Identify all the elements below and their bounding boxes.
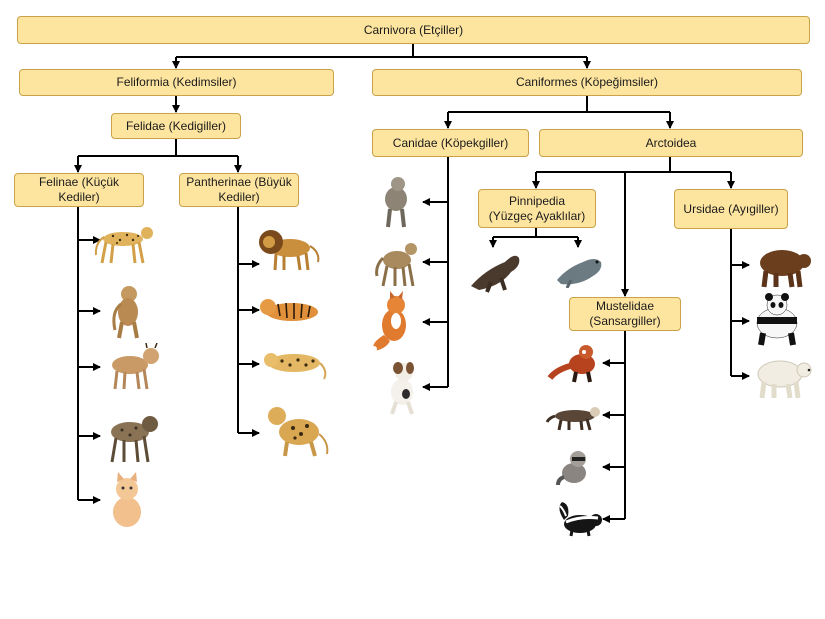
seal-icon	[557, 259, 602, 288]
node-label-line2: (Sansargiller)	[589, 314, 661, 328]
node-label-line2: (Yüzgeç Ayaklılar)	[488, 208, 586, 223]
leopard-icon	[264, 353, 327, 380]
jackal-icon	[375, 243, 417, 287]
node-label: Feliformia (Kedimsiler)	[116, 75, 237, 89]
node-arctoidea: Arctoidea	[539, 129, 803, 157]
fox-icon	[371, 291, 406, 352]
panda-icon	[756, 293, 798, 346]
node-pantherinae: Pantherinae (Büyük Kediler)	[179, 173, 299, 207]
cougar-icon	[112, 286, 139, 339]
skunk-icon	[559, 502, 602, 537]
node-ursidae: Ursidae (Ayıgiller)	[674, 189, 788, 229]
jaguar-icon	[268, 407, 329, 457]
node-label: Felidae (Kedigiller)	[125, 118, 227, 133]
red-panda-icon	[547, 345, 595, 383]
brown-bear-icon	[760, 250, 811, 288]
node-canidae: Canidae (Köpekgiller)	[372, 129, 529, 157]
ferret-icon	[545, 407, 600, 431]
kitten-icon	[113, 472, 141, 527]
sea-lion-icon	[471, 255, 520, 293]
node-feliformia: Feliformia (Kedimsiler)	[19, 69, 334, 96]
node-label: Arctoidea	[645, 135, 697, 150]
lynx-icon	[112, 343, 159, 390]
node-felinae: Felinae (Küçük Kediler)	[14, 173, 144, 207]
lion-icon	[259, 230, 320, 271]
node-caniformes: Caniformes (Köpeğimsiler)	[372, 69, 802, 96]
polar-bear-icon	[757, 360, 812, 399]
node-label: Caniformes (Köpeğimsiler)	[515, 75, 659, 89]
node-label-line2: Kediler)	[218, 190, 260, 204]
cheetah-icon	[94, 227, 153, 264]
node-label: Carnivora (Etçiller)	[363, 22, 464, 37]
node-label: Canidae (Köpekgiller)	[392, 135, 509, 150]
tiger-icon	[260, 299, 318, 321]
node-label-line1: Pinnipedia	[508, 193, 566, 208]
node-label-line1: Mustelidae	[595, 299, 655, 313]
node-carnivora: Carnivora (Etçiller)	[17, 16, 810, 44]
node-pinnipedia: Pinnipedia (Yüzgeç Ayaklılar)	[478, 189, 596, 228]
node-label-line1: Pantherinae (Büyük	[186, 175, 292, 189]
wolf-icon	[385, 177, 407, 228]
dog-icon	[390, 362, 414, 415]
node-label-line1: Felinae (Küçük	[38, 175, 120, 189]
raccoon-icon	[556, 451, 586, 486]
node-felidae: Felidae (Kedigiller)	[111, 113, 241, 139]
hyena-icon	[110, 416, 158, 463]
node-mustelidae: Mustelidae (Sansargiller)	[569, 297, 681, 331]
node-label: Ursidae (Ayıgiller)	[683, 201, 779, 216]
node-label-line2: Kediler)	[58, 190, 100, 204]
